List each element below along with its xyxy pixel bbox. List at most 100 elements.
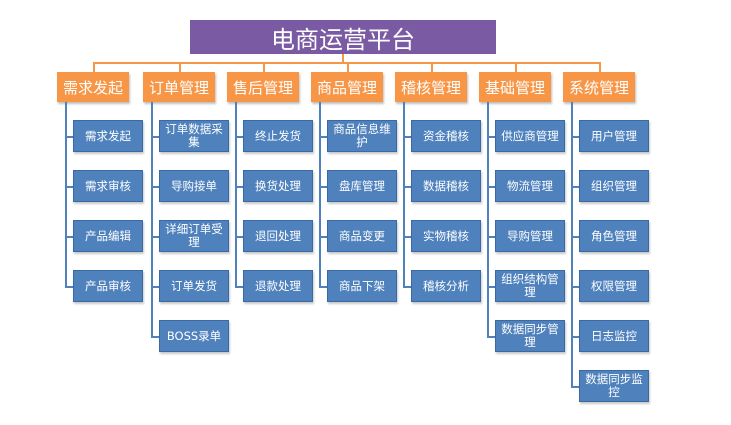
category-node: 订单管理 (143, 72, 215, 102)
item-branch-line (571, 286, 579, 288)
item-branch-line (487, 136, 495, 138)
item-branch-line (403, 286, 411, 288)
item-node: 日志监控 (579, 320, 649, 352)
category-drop-line (93, 62, 95, 72)
item-branch-line (571, 136, 579, 138)
item-node: 组织管理 (579, 170, 649, 202)
item-label: 资金稽核 (423, 128, 469, 143)
item-node: BOSS录单 (159, 320, 229, 352)
item-node: 需求发起 (73, 120, 143, 152)
item-branch-line (319, 136, 327, 138)
root-node-title: 电商运营平台 (271, 25, 415, 54)
item-label: 导购接单 (171, 178, 217, 193)
item-node: 权限管理 (579, 270, 649, 302)
item-branch-line (403, 186, 411, 188)
item-label: 权限管理 (591, 278, 637, 293)
root-node: 电商运营平台 (190, 20, 496, 54)
item-node: 商品信息维护 (327, 120, 397, 152)
category-node: 需求发起 (57, 72, 129, 102)
item-branch-line (65, 286, 73, 288)
item-label: 商品下架 (339, 278, 385, 293)
item-spine-line (319, 102, 321, 287)
item-label: 用户管理 (591, 128, 637, 143)
root-connector-line (342, 54, 344, 62)
item-node: 盘库管理 (327, 170, 397, 202)
item-branch-line (65, 136, 73, 138)
item-spine-line (487, 102, 489, 337)
item-node: 商品变更 (327, 220, 397, 252)
category-node: 系统管理 (563, 72, 635, 102)
item-label: 终止发货 (255, 128, 301, 143)
item-label: 产品编辑 (85, 228, 131, 243)
category-label: 商品管理 (316, 78, 377, 97)
item-branch-line (487, 336, 495, 338)
item-node: 产品审核 (73, 270, 143, 302)
item-label: 商品变更 (339, 228, 385, 243)
item-label: 退款处理 (255, 278, 301, 293)
item-node: 导购管理 (495, 220, 565, 252)
item-node: 退款处理 (243, 270, 313, 302)
item-node: 退回处理 (243, 220, 313, 252)
item-branch-line (235, 136, 243, 138)
item-node: 商品下架 (327, 270, 397, 302)
category-drop-line (515, 62, 517, 72)
item-label: 换货处理 (255, 178, 301, 193)
item-node: 实物稽核 (411, 220, 481, 252)
item-branch-line (403, 236, 411, 238)
category-drop-line (179, 62, 181, 72)
item-branch-line (65, 186, 73, 188)
item-node: 供应商管理 (495, 120, 565, 152)
item-node: 组织结构管理 (495, 270, 565, 302)
item-label: 导购管理 (507, 228, 553, 243)
item-node: 产品编辑 (73, 220, 143, 252)
item-label: 需求发起 (85, 128, 131, 143)
category-node: 基础管理 (479, 72, 551, 102)
item-spine-line (571, 102, 573, 387)
item-node: 物流管理 (495, 170, 565, 202)
item-label: 商品信息维护 (333, 122, 391, 149)
item-branch-line (65, 236, 73, 238)
item-node: 数据同步监控 (579, 370, 649, 402)
item-branch-line (319, 286, 327, 288)
item-node: 角色管理 (579, 220, 649, 252)
item-node: 订单数据采集 (159, 120, 229, 152)
item-node: 导购接单 (159, 170, 229, 202)
item-label: 角色管理 (591, 228, 637, 243)
item-label: 数据同步管理 (501, 322, 559, 349)
category-label: 稽核管理 (400, 78, 461, 97)
item-label: 物流管理 (507, 178, 553, 193)
item-label: 日志监控 (591, 328, 637, 343)
category-node: 商品管理 (311, 72, 383, 102)
item-branch-line (235, 286, 243, 288)
item-node: 详细订单受理 (159, 220, 229, 252)
item-spine-line (65, 102, 67, 287)
category-drop-line (431, 62, 433, 72)
item-label: BOSS录单 (166, 328, 222, 343)
item-branch-line (235, 236, 243, 238)
item-label: 稽核分析 (423, 278, 469, 293)
item-branch-line (571, 186, 579, 188)
category-drop-line (599, 62, 601, 72)
item-node: 换货处理 (243, 170, 313, 202)
item-label: 实物稽核 (423, 228, 469, 243)
item-label: 详细订单受理 (165, 222, 223, 249)
item-spine-line (235, 102, 237, 287)
item-label: 订单数据采集 (165, 122, 223, 149)
item-branch-line (487, 186, 495, 188)
item-branch-line (235, 186, 243, 188)
category-label: 订单管理 (148, 78, 209, 97)
item-spine-line (151, 102, 153, 337)
item-node: 订单发货 (159, 270, 229, 302)
category-label: 售后管理 (232, 78, 293, 97)
category-label: 需求发起 (62, 78, 123, 97)
category-node: 售后管理 (227, 72, 299, 102)
item-label: 盘库管理 (339, 178, 385, 193)
item-label: 产品审核 (85, 278, 131, 293)
item-branch-line (151, 336, 159, 338)
category-node: 稽核管理 (395, 72, 467, 102)
item-branch-line (571, 386, 579, 388)
item-node: 用户管理 (579, 120, 649, 152)
item-label: 数据稽核 (423, 178, 469, 193)
category-drop-line (263, 62, 265, 72)
item-branch-line (151, 286, 159, 288)
